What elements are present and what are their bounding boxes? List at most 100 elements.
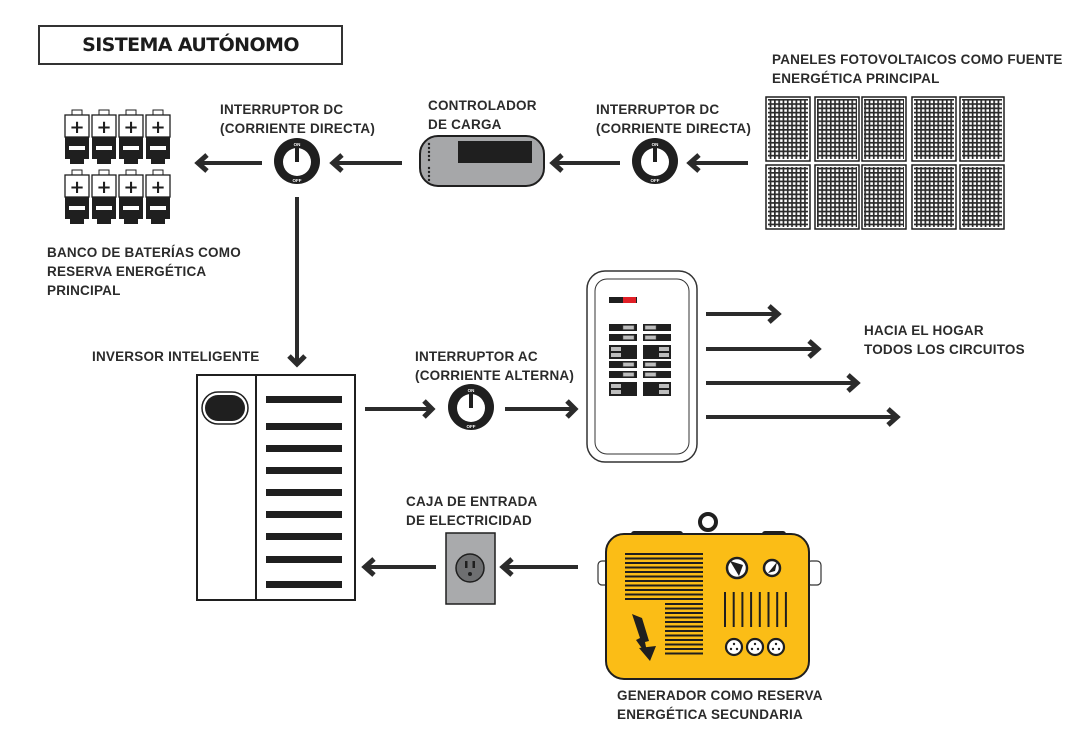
dc-switch-right: ON OFF	[632, 138, 678, 184]
negative-terminal	[123, 206, 139, 210]
solar-panels-label: PANELES FOTOVOLTAICOS COMO FUENTE ENERGÉ…	[772, 52, 1063, 86]
solar-panel-icon	[765, 164, 811, 230]
dc-switch-left-label: INTERRUPTOR DC (CORRIENTE DIRECTA)	[220, 102, 376, 136]
arrow-panels-to-switch	[686, 153, 748, 173]
circuit-breaker	[609, 382, 637, 396]
negative-terminal	[96, 146, 112, 150]
positive-terminal: +	[150, 177, 165, 198]
generator-label: GENERADOR COMO RESERVA ENERGÉTICA SECUND…	[617, 688, 823, 722]
negative-terminal	[69, 146, 85, 150]
lightning-bolt-icon	[632, 614, 649, 657]
solar-panel-icon	[911, 164, 957, 230]
inverter-vent	[266, 581, 342, 588]
solar-panel-icon	[911, 96, 957, 162]
arrow-inlet-to-inverter	[361, 557, 436, 577]
home-circuit-arrow	[706, 339, 822, 359]
home-circuit-arrows	[706, 304, 901, 427]
dc-switch-left: ON OFF	[274, 138, 320, 184]
battery-icon: +	[145, 109, 171, 164]
generator-socket-icon	[766, 637, 786, 657]
arrow-switch-to-controller	[549, 153, 620, 173]
circuit-breaker	[609, 371, 637, 378]
arrow-controller-to-switch	[329, 153, 402, 173]
arrow-ac-switch-to-panel	[505, 399, 579, 419]
positive-terminal: +	[96, 117, 111, 138]
inverter-vent	[266, 533, 342, 540]
battery-bank: + + + + + + + +	[64, 109, 171, 224]
ac-switch-label: INTERRUPTOR AC (CORRIENTE ALTERNA)	[415, 349, 575, 383]
circuit-breaker	[643, 334, 671, 341]
solar-panel-icon	[814, 164, 860, 230]
battery-icon: +	[118, 109, 144, 164]
positive-terminal: +	[150, 117, 165, 138]
positive-terminal: +	[123, 177, 138, 198]
circuit-breaker	[643, 382, 671, 396]
solar-panels	[765, 96, 1005, 230]
switch-off-mark: OFF	[293, 178, 302, 183]
home-circuit-arrow	[706, 373, 861, 393]
inverter-vent	[266, 511, 342, 518]
positive-terminal: +	[69, 177, 84, 198]
circuit-breaker	[609, 334, 637, 341]
positive-terminal: +	[69, 117, 84, 138]
arrow-switch-to-batteries	[194, 153, 262, 173]
arrow-switch-to-inverter	[287, 197, 307, 368]
home-circuits-label: HACIA EL HOGAR TODOS LOS CIRCUITOS	[864, 323, 1025, 357]
breaker-panel	[586, 270, 698, 463]
negative-terminal	[150, 146, 166, 150]
switch-on-mark: ON	[294, 142, 301, 147]
circuit-breaker	[609, 324, 637, 331]
inverter-vents	[266, 396, 342, 588]
switch-off-mark: OFF	[651, 178, 660, 183]
circuit-breaker	[609, 361, 637, 368]
generator	[597, 512, 822, 680]
outlet-icon	[455, 553, 485, 583]
electric-inlet-label: CAJA DE ENTRADA DE ELECTRICIDAD	[406, 494, 538, 528]
inverter-vent	[266, 445, 342, 452]
switch-on-mark: ON	[468, 388, 475, 393]
positive-terminal: +	[123, 117, 138, 138]
switch-on-mark: ON	[652, 142, 659, 147]
inverter-vent	[266, 489, 342, 496]
circuit-breaker	[643, 324, 671, 331]
battery-icon: +	[145, 169, 171, 224]
battery-icon: +	[64, 169, 90, 224]
circuit-breaker	[643, 361, 671, 368]
title-box: SISTEMA AUTÓNOMO	[38, 25, 343, 65]
controller-indicator-dots	[427, 142, 431, 182]
main-breaker-indicator	[623, 297, 636, 303]
breaker-rows	[609, 324, 671, 396]
circuit-breaker	[643, 371, 671, 378]
inverter-vent	[266, 396, 342, 403]
smart-inverter	[196, 374, 356, 601]
inverter-vent	[266, 467, 342, 474]
dc-switch-right-label: INTERRUPTOR DC (CORRIENTE DIRECTA)	[596, 102, 752, 136]
switch-off-mark: OFF	[467, 424, 476, 429]
battery-icon: +	[118, 169, 144, 224]
battery-icon: +	[64, 109, 90, 164]
solar-panel-icon	[959, 164, 1005, 230]
inverter-display	[205, 395, 245, 421]
negative-terminal	[150, 206, 166, 210]
circuit-breaker	[643, 345, 671, 359]
battery-icon: +	[91, 169, 117, 224]
circuit-breaker	[609, 345, 637, 359]
home-circuit-arrow	[706, 304, 782, 324]
charge-controller-label: CONTROLADOR DE CARGA	[428, 98, 537, 132]
battery-icon: +	[91, 109, 117, 164]
negative-terminal	[69, 206, 85, 210]
inverter-label: INVERSOR INTELIGENTE	[92, 349, 260, 364]
solar-panel-icon	[861, 96, 907, 162]
generator-socket-icon	[745, 637, 765, 657]
negative-terminal	[123, 146, 139, 150]
solar-panel-icon	[959, 96, 1005, 162]
positive-terminal: +	[96, 177, 111, 198]
arrow-inverter-to-ac-switch	[365, 399, 436, 419]
inverter-vent	[266, 423, 342, 430]
arrow-generator-to-inlet	[499, 557, 578, 577]
electric-inlet-box	[445, 532, 496, 605]
solar-panel-icon	[765, 96, 811, 162]
solar-panel-icon	[861, 164, 907, 230]
gauge-icon	[762, 558, 782, 578]
